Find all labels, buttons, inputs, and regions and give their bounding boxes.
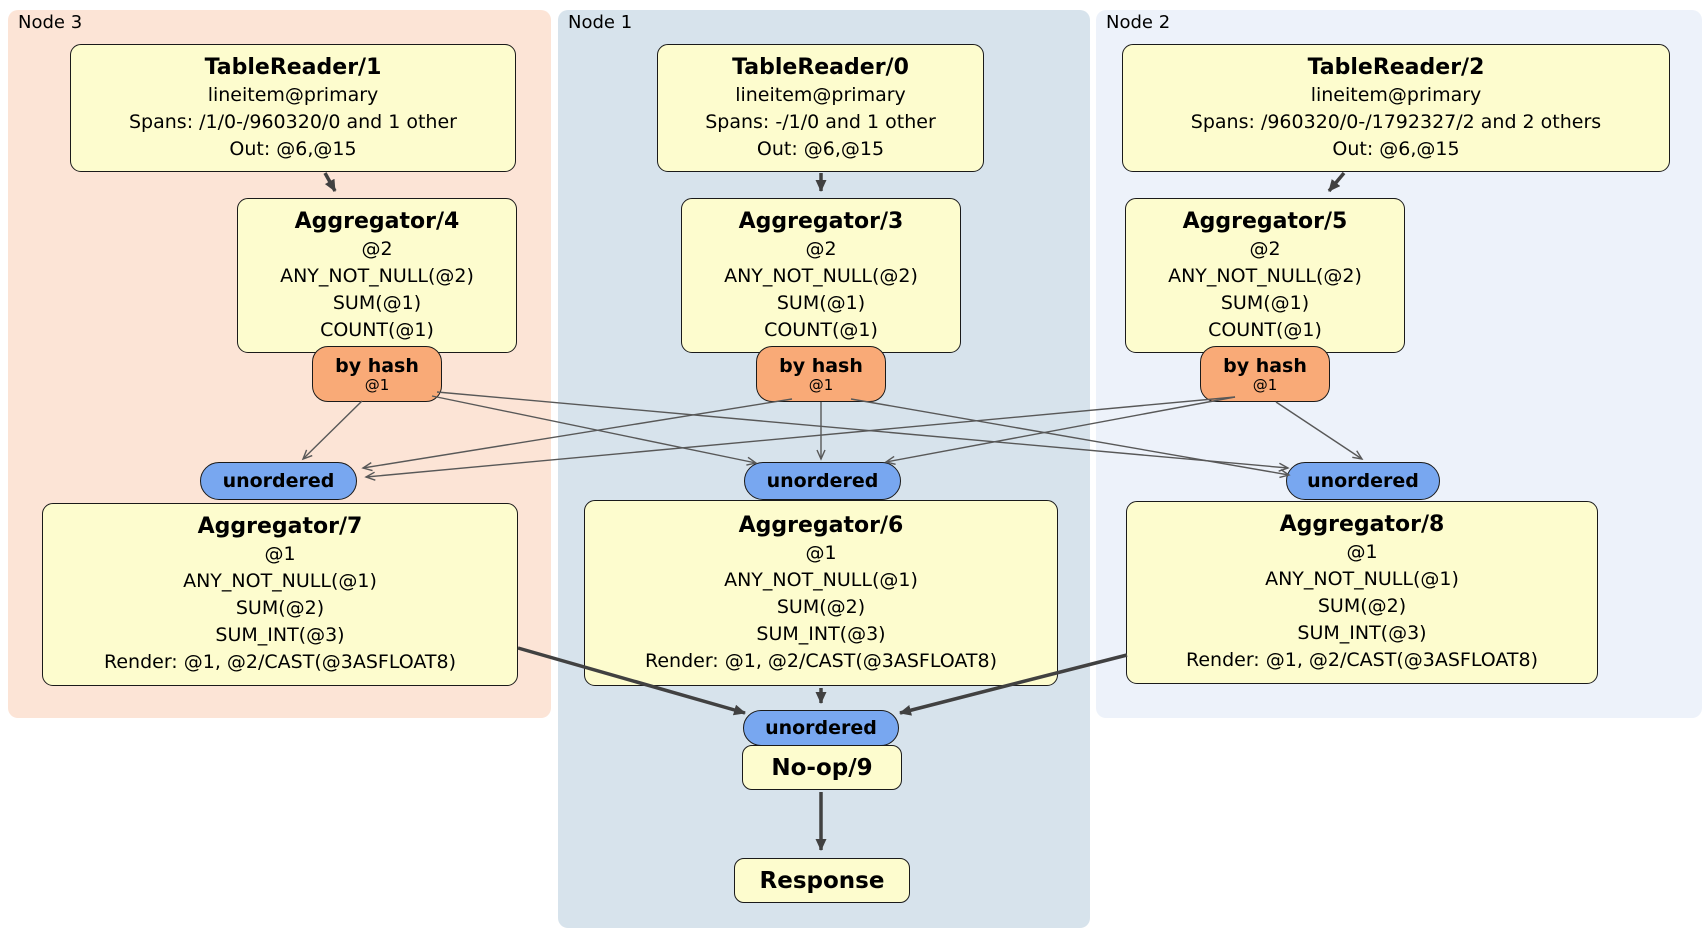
processor-detail: Spans: /1/0-/960320/0 and 1 other xyxy=(129,110,457,133)
processor-detail: @2 xyxy=(805,237,837,260)
processor-title: TableReader/0 xyxy=(732,54,909,80)
processor-detail: lineitem@primary xyxy=(735,83,906,106)
processor-detail: Spans: /960320/0-/1792327/2 and 2 others xyxy=(1190,110,1602,133)
processor-detail: lineitem@primary xyxy=(1310,83,1482,106)
processor-detail: SUM(@2) xyxy=(1317,595,1407,617)
processor-detail: lineitem@primary xyxy=(207,83,379,106)
node2-label: Node 2 xyxy=(1106,12,1171,33)
processor-title: TableReader/1 xyxy=(204,54,382,80)
node1-label: Node 1 xyxy=(568,12,633,33)
processor-detail: @1 xyxy=(805,541,837,564)
response-box: Response xyxy=(734,858,910,903)
processor-detail: SUM(@2) xyxy=(776,595,866,618)
processor-detail: ANY_NOT_NULL(@1) xyxy=(724,568,918,591)
processor-title: Aggregator/6 xyxy=(738,512,904,538)
processor-detail: COUNT(@1) xyxy=(764,318,878,341)
aggregator-5-box: Aggregator/5 @2 ANY_NOT_NULL(@2) SUM(@1)… xyxy=(1125,198,1405,353)
router-detail: @1 xyxy=(1252,375,1278,394)
processor-detail: ANY_NOT_NULL(@1) xyxy=(1265,568,1459,590)
by-hash-router-node3: by hash @1 xyxy=(312,346,442,402)
processor-detail: Render: @1, @2/CAST(@3ASFLOAT8) xyxy=(104,651,456,673)
stream-label: unordered xyxy=(1307,470,1419,492)
processor-title: Aggregator/5 xyxy=(1182,208,1348,234)
processor-detail: SUM(@1) xyxy=(776,291,866,314)
processor-detail: ANY_NOT_NULL(@2) xyxy=(280,264,474,287)
unordered-sync-final: unordered xyxy=(743,710,899,746)
processor-detail: Spans: -/1/0 and 1 other xyxy=(705,110,936,133)
node3-label: Node 3 xyxy=(18,12,83,33)
processor-title: TableReader/2 xyxy=(1307,54,1485,80)
processor-title: Aggregator/3 xyxy=(738,208,904,234)
processor-detail: @1 xyxy=(264,543,296,565)
processor-detail: Render: @1, @2/CAST(@3ASFLOAT8) xyxy=(1186,649,1538,671)
processor-detail: SUM(@1) xyxy=(332,291,422,314)
processor-title: Response xyxy=(759,867,885,894)
unordered-sync-node3: unordered xyxy=(200,462,357,500)
processor-detail: ANY_NOT_NULL(@1) xyxy=(183,570,377,592)
processor-detail: Render: @1, @2/CAST(@3ASFLOAT8) xyxy=(645,649,997,672)
unordered-sync-node1: unordered xyxy=(744,462,901,500)
aggregator-6-box: Aggregator/6 @1 ANY_NOT_NULL(@1) SUM(@2)… xyxy=(584,500,1058,686)
processor-detail: @1 xyxy=(1346,541,1378,563)
processor-detail: ANY_NOT_NULL(@2) xyxy=(1168,264,1362,287)
processor-detail: COUNT(@1) xyxy=(1208,318,1322,341)
tablereader-1-box: TableReader/1 lineitem@primary Spans: /1… xyxy=(70,44,516,172)
processor-title: Aggregator/4 xyxy=(294,208,460,234)
router-label: by hash xyxy=(779,354,863,377)
router-label: by hash xyxy=(1223,354,1307,377)
processor-title: No-op/9 xyxy=(771,754,873,781)
processor-detail: SUM_INT(@3) xyxy=(215,624,345,646)
stream-label: unordered xyxy=(222,470,335,492)
processor-detail: SUM_INT(@3) xyxy=(756,622,886,645)
stream-label: unordered xyxy=(765,717,877,739)
router-label: by hash xyxy=(335,354,419,377)
processor-detail: Out: @6,@15 xyxy=(1332,137,1460,160)
processor-detail: @2 xyxy=(1249,237,1281,260)
aggregator-8-box: Aggregator/8 @1 ANY_NOT_NULL(@1) SUM(@2)… xyxy=(1126,501,1598,684)
tablereader-2-box: TableReader/2 lineitem@primary Spans: /9… xyxy=(1122,44,1670,172)
processor-detail: ANY_NOT_NULL(@2) xyxy=(724,264,918,287)
processor-detail: COUNT(@1) xyxy=(320,318,434,341)
by-hash-router-node1: by hash @1 xyxy=(756,346,886,402)
noop-9-box: No-op/9 xyxy=(742,745,902,790)
stream-label: unordered xyxy=(766,470,879,492)
processor-detail: Out: @6,@15 xyxy=(229,137,357,160)
aggregator-4-box: Aggregator/4 @2 ANY_NOT_NULL(@2) SUM(@1)… xyxy=(237,198,517,353)
router-detail: @1 xyxy=(808,375,834,394)
processor-detail: @2 xyxy=(361,237,393,260)
processor-detail: Out: @6,@15 xyxy=(756,137,885,160)
router-detail: @1 xyxy=(364,375,390,394)
unordered-sync-node2: unordered xyxy=(1286,462,1440,500)
aggregator-3-box: Aggregator/3 @2 ANY_NOT_NULL(@2) SUM(@1)… xyxy=(681,198,961,353)
processor-detail: SUM(@2) xyxy=(235,597,325,619)
processor-title: Aggregator/7 xyxy=(197,514,363,539)
aggregator-7-box: Aggregator/7 @1 ANY_NOT_NULL(@1) SUM(@2)… xyxy=(42,503,518,686)
processor-detail: SUM(@1) xyxy=(1220,291,1310,314)
by-hash-router-node2: by hash @1 xyxy=(1200,346,1330,402)
tablereader-0-box: TableReader/0 lineitem@primary Spans: -/… xyxy=(657,44,984,172)
processor-detail: SUM_INT(@3) xyxy=(1297,622,1427,644)
processor-title: Aggregator/8 xyxy=(1279,512,1445,537)
